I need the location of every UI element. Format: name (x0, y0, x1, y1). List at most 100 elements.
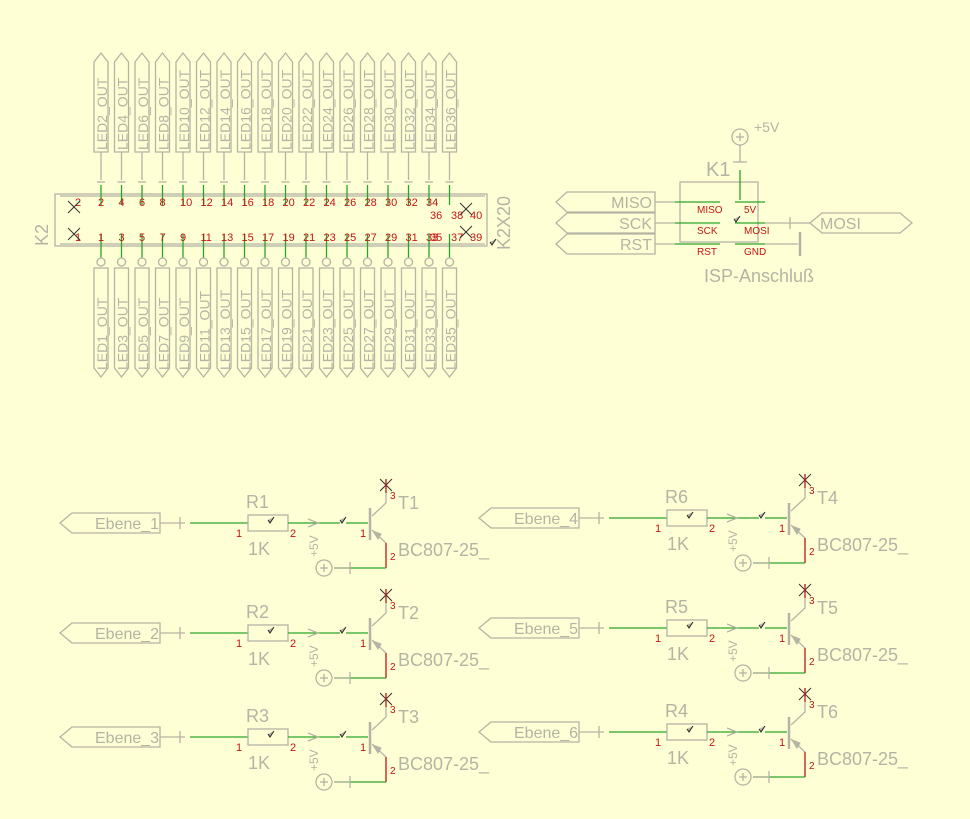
transistor-value-label: BC807-25_ (398, 650, 490, 671)
led-out-port-bottom (93, 267, 109, 379)
supply-label: +5V (307, 749, 321, 771)
transistor-pin-number: 2 (390, 766, 396, 777)
k2-pin-number-odd: 39 (470, 232, 482, 244)
k2-pin-number-odd: 17 (262, 232, 274, 244)
led-out-port-top-label: LED26_OUT (340, 69, 356, 150)
led-out-port-top-label: LED16_OUT (238, 69, 254, 150)
resistor-pin-number: 2 (709, 737, 715, 749)
led-out-port-bottom-label: LED23_OUT (320, 289, 336, 370)
led-out-port-top-label: LED2_OUT (94, 77, 110, 150)
led-out-port-top-label: LED12_OUT (197, 69, 213, 150)
k2-pin-number-odd: 1 (98, 232, 104, 244)
isp-port-label: RST (620, 237, 652, 254)
k2-name-label: K2 (32, 224, 52, 246)
no-connect-mark (459, 202, 473, 216)
resistor-pin-number: 1 (655, 737, 661, 749)
isp-port-label: SCK (619, 216, 652, 233)
k1-pin-label-left: SCK (697, 226, 718, 237)
supply-arrow-icon (307, 518, 320, 528)
led-out-port-bottom (134, 267, 150, 379)
resistor-body (247, 514, 289, 532)
led-out-port-top (380, 51, 396, 153)
no-connect-mark (67, 227, 81, 241)
led-out-port-bottom-label: LED9_OUT (176, 297, 192, 370)
k2-pin-number-odd: 5 (139, 232, 145, 244)
led-out-port-top (277, 51, 294, 153)
junction-check-mark (733, 215, 741, 223)
net-via (219, 257, 229, 267)
k2-pin-number-odd: 25 (344, 232, 356, 244)
led-out-port-bottom-label: LED31_OUT (402, 289, 418, 370)
transistor-name-label: T5 (817, 598, 838, 618)
led-out-port-bottom-label: LED29_OUT (381, 289, 397, 370)
k2-pin-number-even: 32 (406, 197, 418, 209)
net-via (403, 257, 414, 267)
transistor-pin-number: 2 (390, 552, 396, 563)
transistor-pin-number: 1 (360, 742, 366, 754)
resistor-pin-number: 1 (236, 528, 242, 540)
resistor-value-label: 1K (248, 649, 270, 669)
k2-pin-number-odd: 37 (451, 232, 463, 244)
resistor-value-label: 1K (667, 748, 689, 768)
led-out-port-top-label: LED32_OUT (402, 69, 418, 150)
transistor-pin-number: 1 (779, 633, 785, 645)
resistor-body (247, 728, 289, 746)
k2-pin-number-odd: 11 (201, 232, 212, 244)
isp-port-mosi (808, 212, 914, 234)
resistor-value-label: 1K (248, 539, 270, 559)
supply-label: +5V (726, 640, 740, 662)
resistor-name-label: R6 (665, 487, 688, 507)
resistor-name-label: R1 (246, 492, 269, 512)
led-out-port-top-label: LED10_OUT (176, 69, 192, 150)
k2-value-label: K2X20 (494, 196, 514, 250)
net-via (321, 257, 332, 267)
k2-pin-number-odd: 33 (426, 232, 438, 244)
junction-check-mark (758, 725, 766, 733)
led-out-port-top (236, 51, 253, 153)
net-via (301, 257, 311, 267)
no-connect-mark (67, 200, 81, 214)
transistor-arrow-icon (371, 640, 382, 650)
k2-pin-number-odd: 13 (221, 232, 233, 244)
net-via (96, 257, 106, 267)
k2-pin-number-even: 28 (365, 197, 377, 209)
led-out-port-bottom (380, 267, 396, 379)
transistor-value-label: BC807-25_ (817, 645, 909, 666)
led-out-port-bottom-label: LED27_OUT (361, 289, 377, 370)
k2-pin-number-even: 20 (283, 197, 295, 209)
led-out-port-bottom (175, 267, 191, 379)
junction-check-mark (489, 238, 497, 246)
transistor-pin-number: 2 (809, 761, 815, 772)
k2-pin-number-odd: 9 (180, 232, 186, 244)
led-out-port-top (318, 51, 335, 153)
k2-pin-number-even: 16 (242, 197, 254, 209)
transistor-arrow-icon (790, 739, 801, 749)
resistor-body (666, 619, 708, 637)
supply-symbol-icon (734, 554, 752, 572)
led-out-port-top (154, 51, 171, 153)
net-via (444, 257, 455, 267)
ebene-port-label: Ebene_1 (95, 516, 159, 533)
resistor-value-label: 1K (667, 644, 689, 664)
resistor-name-label: R3 (246, 706, 269, 726)
led-out-port-top (441, 51, 458, 153)
led-out-port-bottom-label: LED33_OUT (422, 289, 438, 370)
resistor-pin-number: 1 (236, 638, 242, 650)
led-out-port-top-label: LED14_OUT (217, 69, 233, 150)
transistor-value-label: BC807-25_ (398, 540, 490, 561)
k2-pin-number-odd: 3 (119, 232, 125, 244)
k2-pin-number-even: 14 (221, 197, 233, 209)
led-out-port-bottom (298, 267, 314, 379)
supply-arrow-icon (307, 732, 320, 742)
resistor-body (666, 509, 708, 527)
resistor-pin-number: 2 (290, 742, 296, 754)
resistor-pin-number: 1 (236, 742, 242, 754)
transistor-collector (790, 711, 806, 726)
isp-port-label: MOSI (820, 216, 861, 233)
led-out-port-bottom-label: LED7_OUT (156, 297, 172, 370)
led-out-port-bottom-label: LED5_OUT (135, 297, 151, 370)
k2-pin-number-odd: 29 (385, 232, 397, 244)
led-out-port-bottom-label: LED35_OUT (443, 289, 459, 370)
transistor-pin-number: 3 (390, 601, 396, 612)
